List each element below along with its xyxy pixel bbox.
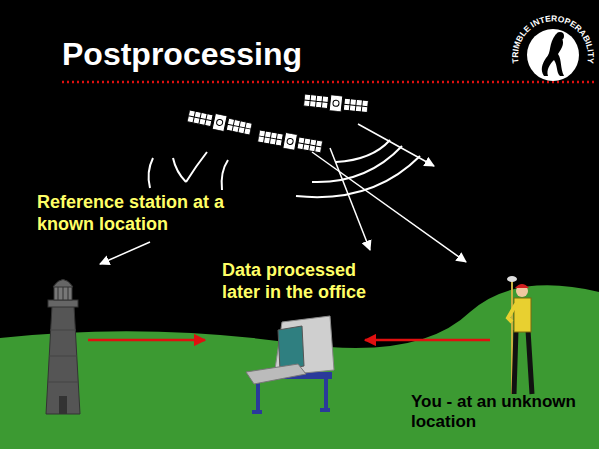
title: Postprocessing [62, 36, 302, 73]
ground-hills [0, 285, 599, 449]
title-rule [62, 81, 594, 84]
node-label: You - at an unknown location [411, 392, 599, 433]
logo-disc [527, 29, 579, 81]
leader-arrow [100, 242, 150, 264]
signal-arc [296, 156, 420, 197]
legs [514, 330, 532, 394]
node-label: Reference station at a known location [37, 192, 242, 235]
office-computer: Data processed later in the office [205, 316, 365, 414]
lighthouse-door [59, 396, 67, 414]
lantern-windows [58, 286, 68, 300]
lighthouse-lantern [54, 286, 72, 300]
arm [508, 304, 516, 322]
signal-arrow [312, 152, 466, 262]
signal-arc [149, 158, 153, 188]
surveyor [507, 276, 532, 394]
signal-arc [336, 140, 390, 162]
node-label: Data processed later in the office [222, 260, 387, 303]
logo-figure-head [556, 32, 564, 40]
computer [246, 316, 334, 412]
head [516, 285, 528, 297]
satellite [303, 92, 368, 115]
data-flow-arrow [88, 339, 205, 342]
surveyor-position: You - at an unknown location [490, 272, 545, 396]
signal-arc [312, 146, 402, 182]
signal-waves [149, 140, 420, 197]
monitor-screen [278, 326, 304, 370]
lighthouse-tower [46, 306, 80, 414]
satellite [257, 128, 323, 155]
logo-text: TRIMBLE INTEROPERABILITY [510, 13, 596, 64]
signal-arrow [358, 124, 434, 166]
satellite [187, 108, 253, 137]
logo-text: TRIMBLE INTEROPERABILITY [510, 13, 596, 64]
signal-arc [173, 158, 186, 182]
vest [514, 298, 531, 332]
signal-arc [222, 160, 228, 190]
lighthouse-gallery [48, 300, 78, 307]
red-cap [515, 284, 529, 288]
reference-station: Reference station at a known location [38, 285, 88, 415]
signal-arc [186, 152, 207, 182]
keyboard [246, 364, 306, 384]
gps-antenna [507, 276, 517, 282]
lighthouse-dome [53, 280, 73, 288]
signal-arrow [330, 148, 370, 250]
data-flow-arrow [365, 339, 490, 342]
logo-figure [542, 34, 564, 76]
tower-bands [48, 330, 78, 382]
